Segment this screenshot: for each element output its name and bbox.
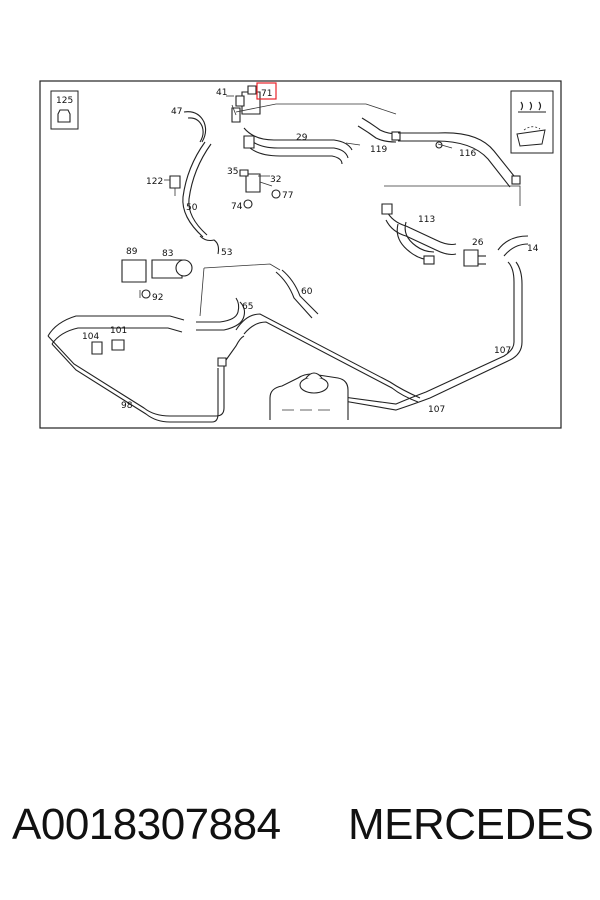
sensor-35 (239, 169, 281, 209)
callout-60: 60 (301, 287, 313, 297)
callout-50: 50 (186, 203, 198, 213)
coolant-reservoir (269, 372, 349, 420)
callout-65: 65 (242, 302, 253, 312)
brand-name: MERCEDES (348, 800, 594, 849)
pipe-113 (381, 203, 457, 265)
callout-119: 119 (370, 145, 387, 155)
pipe-98 (47, 315, 227, 423)
callout-89: 89 (126, 247, 138, 257)
hose-119 (357, 117, 401, 143)
hose-14 (497, 235, 529, 257)
hose-65 (196, 297, 246, 331)
callout-113: 113 (418, 215, 435, 225)
caption: A0018307884 MERCEDES (0, 800, 600, 860)
hose-60 (275, 269, 319, 319)
part-number: A0018307884 (12, 800, 281, 849)
callout-41: 41 (216, 88, 227, 98)
hose-47 (183, 111, 207, 143)
callout-107-right: 107 (494, 346, 511, 356)
callout-71: 71 (261, 89, 272, 99)
callout-125: 125 (56, 96, 73, 106)
callout-77: 77 (282, 191, 293, 201)
bolt-122 (164, 175, 181, 196)
hose-116 (398, 132, 521, 188)
pipe-107-lower (225, 313, 421, 403)
callout-35: 35 (227, 167, 238, 177)
parts-diagram: 125 (39, 80, 562, 429)
callout-53: 53 (221, 248, 232, 258)
pipe-107 (335, 261, 523, 411)
callout-107-bottom: 107 (428, 405, 445, 415)
callout-47: 47 (171, 107, 182, 117)
callout-92: 92 (152, 293, 163, 303)
callout-29: 29 (296, 133, 308, 143)
clip-104 (91, 341, 103, 355)
callout-98: 98 (121, 401, 133, 411)
heater-windshield-icon (510, 90, 554, 154)
callout-122: 122 (146, 177, 163, 187)
highlight-box-71 (256, 82, 277, 100)
part-125-box: 125 (50, 90, 79, 130)
pipe-29 (243, 127, 353, 165)
callout-26: 26 (472, 238, 484, 248)
pump-83 (121, 259, 193, 299)
fitting-26 (463, 249, 486, 267)
clip-101 (111, 339, 125, 351)
callout-32: 32 (270, 175, 281, 185)
callout-101: 101 (110, 326, 127, 336)
callout-83: 83 (162, 249, 173, 259)
callout-104: 104 (82, 332, 99, 342)
callout-116: 116 (459, 149, 476, 159)
callout-14: 14 (527, 244, 539, 254)
callout-74: 74 (231, 202, 243, 212)
hose-50 (182, 141, 220, 255)
